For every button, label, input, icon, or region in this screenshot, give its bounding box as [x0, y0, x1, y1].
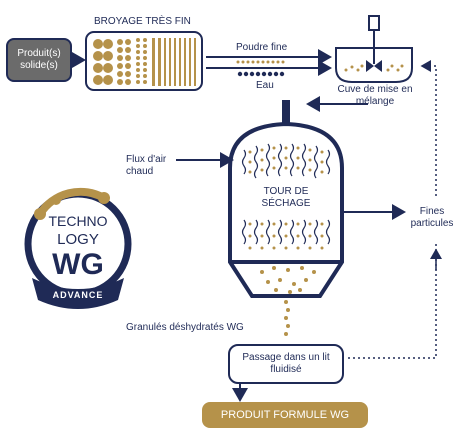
svg-text:ADVANCE: ADVANCE [53, 290, 104, 300]
granules-label: Granulés déshydratés WG [126, 322, 244, 333]
recycle-dotted-path [346, 244, 437, 359]
fine-particles-label: Fines particules [410, 206, 454, 229]
grinding-box [85, 31, 203, 91]
spray-pattern-bottom [241, 219, 331, 245]
mixing-tank [335, 15, 413, 83]
powder-dots [236, 60, 285, 64]
powder-label: Poudre fine [236, 42, 288, 53]
spray-dots-top [248, 146, 324, 174]
water-drops [237, 71, 285, 77]
air-flow-label: Flux d'air chaud [126, 154, 167, 177]
drying-tower [228, 121, 344, 298]
mixing-tank-label: Cuve de mise en mélange [337, 84, 413, 107]
falling-granules [260, 266, 316, 336]
svg-text:TECHNO: TECHNO [48, 213, 107, 229]
svg-text:WG: WG [52, 248, 104, 281]
svg-text:LOGY: LOGY [57, 231, 99, 248]
grinding-label: BROYAGE TRÈS FIN [94, 16, 191, 27]
spray-pattern-top [241, 143, 331, 179]
technology-wg-logo: TECHNO LOGY WG ADVANCE [24, 187, 132, 309]
spray-dots-bottom [248, 222, 324, 250]
water-label: Eau [256, 80, 274, 91]
spray-nozzle [282, 100, 290, 130]
recycle-dotted-up [420, 60, 437, 196]
solid-product-box: Produit(s) solide(s) [6, 38, 72, 82]
fluid-bed-box: Passage dans un lit fluidisé [228, 344, 344, 384]
product-box: PRODUIT FORMULE WG [202, 402, 368, 428]
drying-tower-label: TOUR DE SÉCHAGE [250, 186, 322, 210]
